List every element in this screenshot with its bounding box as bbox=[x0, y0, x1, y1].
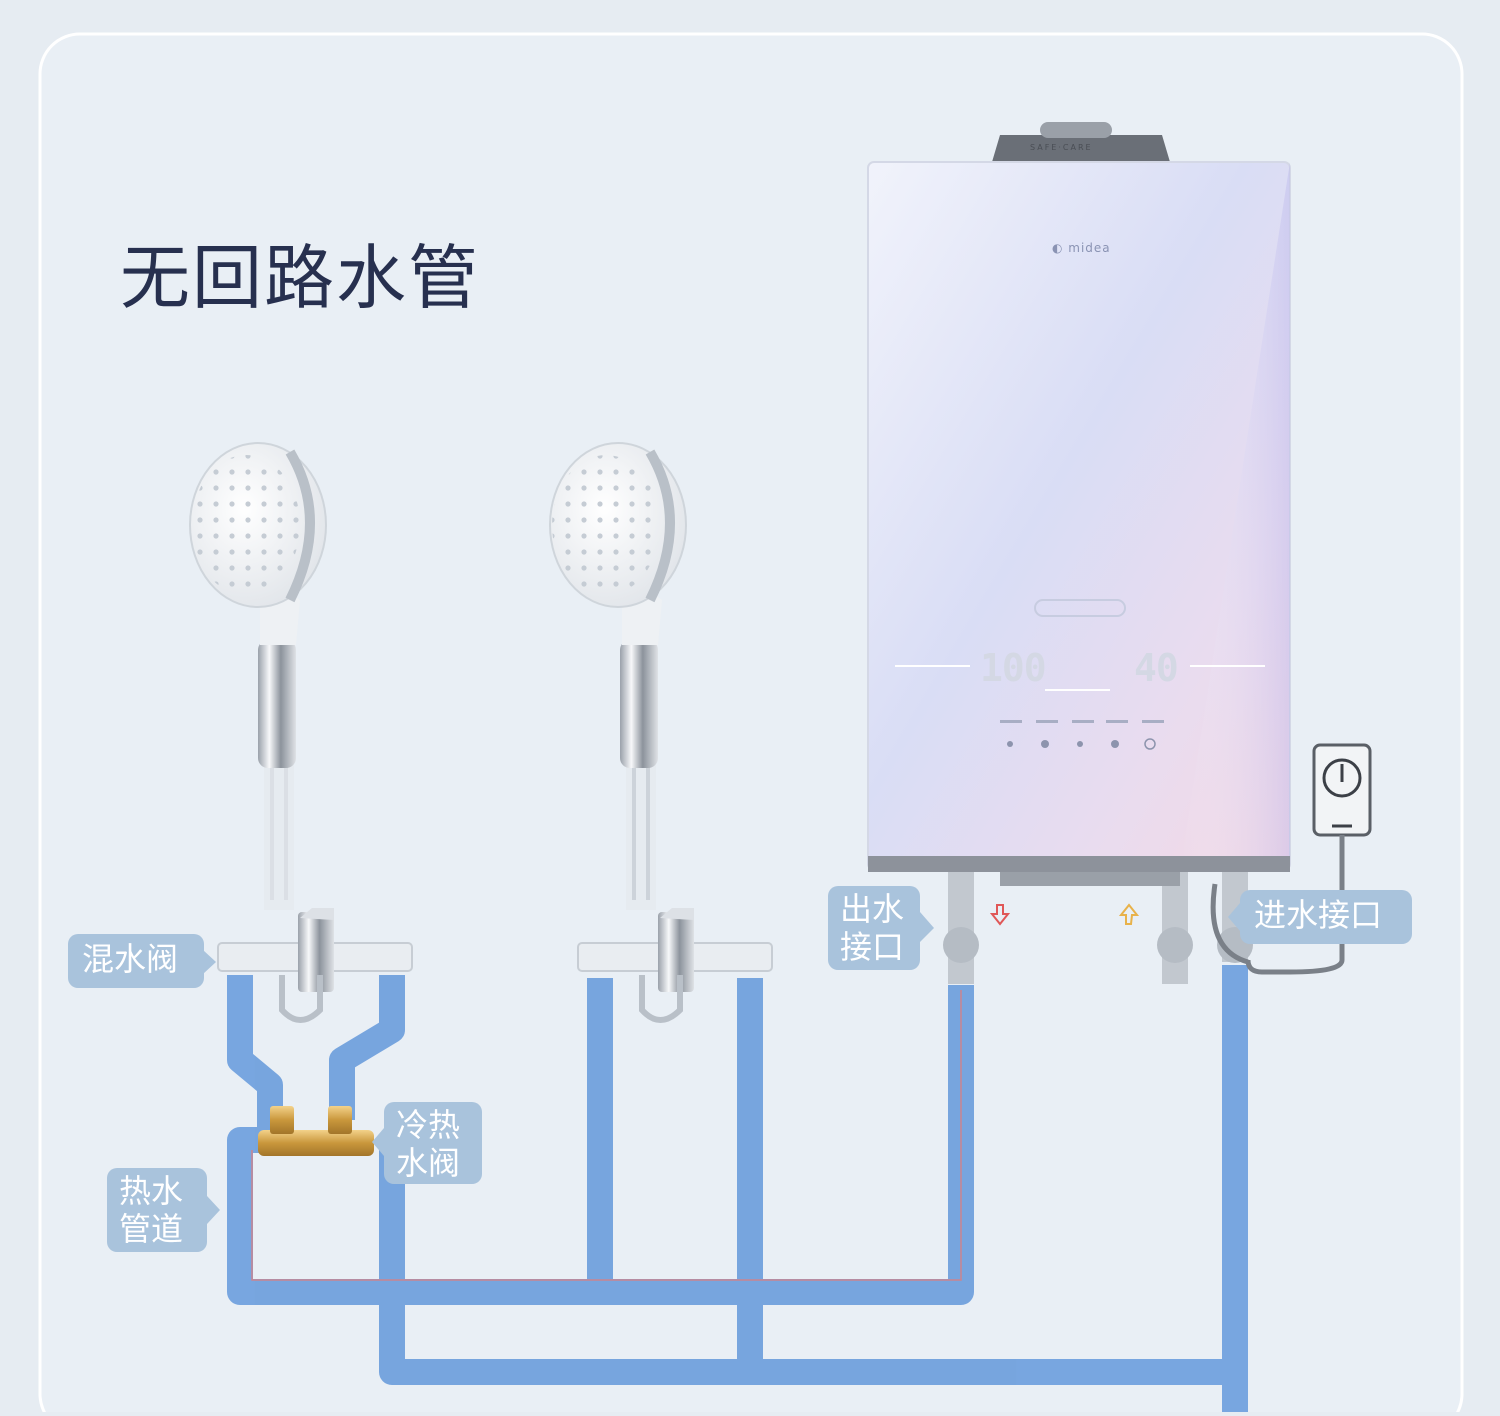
hot-water-pipe bbox=[227, 975, 974, 1305]
shower-2 bbox=[549, 442, 773, 1023]
heater-display-left: 100 bbox=[980, 646, 1047, 690]
callout-water-outlet-text: 出水 接口 bbox=[840, 890, 905, 966]
heater-display-right: 40 bbox=[1134, 646, 1179, 690]
callout-hot-cold-valve: 冷热 水阀 bbox=[384, 1102, 482, 1184]
cold-riser-shower1 bbox=[329, 975, 405, 1120]
callout-mixing-valve: 混水阀 bbox=[68, 934, 204, 988]
hot-line-overlay bbox=[251, 990, 962, 1281]
shower-1 bbox=[189, 442, 413, 1023]
hot-cold-valve-body bbox=[258, 1106, 374, 1156]
callout-water-inlet-text: 进水接口 bbox=[1254, 896, 1383, 934]
water-heater bbox=[867, 122, 1291, 984]
blue-pipes bbox=[227, 965, 1248, 1412]
callout-water-outlet: 出水 接口 bbox=[828, 886, 920, 970]
heater-top-label: SAFE·CARE bbox=[1030, 143, 1093, 152]
callout-hot-water-pipe-text: 热水 管道 bbox=[119, 1172, 184, 1248]
cold-water-pipe bbox=[379, 965, 1248, 1412]
page-title: 无回路水管 bbox=[120, 237, 480, 319]
heater-brand-logo: ◐ midea bbox=[1052, 241, 1111, 255]
callout-hot-water-pipe: 热水 管道 bbox=[107, 1168, 207, 1252]
callout-mixing-valve-text: 混水阀 bbox=[82, 940, 179, 978]
callout-hot-cold-valve-text: 冷热 水阀 bbox=[396, 1106, 461, 1182]
callout-pointers bbox=[203, 903, 1240, 1224]
power-socket bbox=[1210, 743, 1372, 975]
callout-water-inlet: 进水接口 bbox=[1240, 890, 1412, 944]
